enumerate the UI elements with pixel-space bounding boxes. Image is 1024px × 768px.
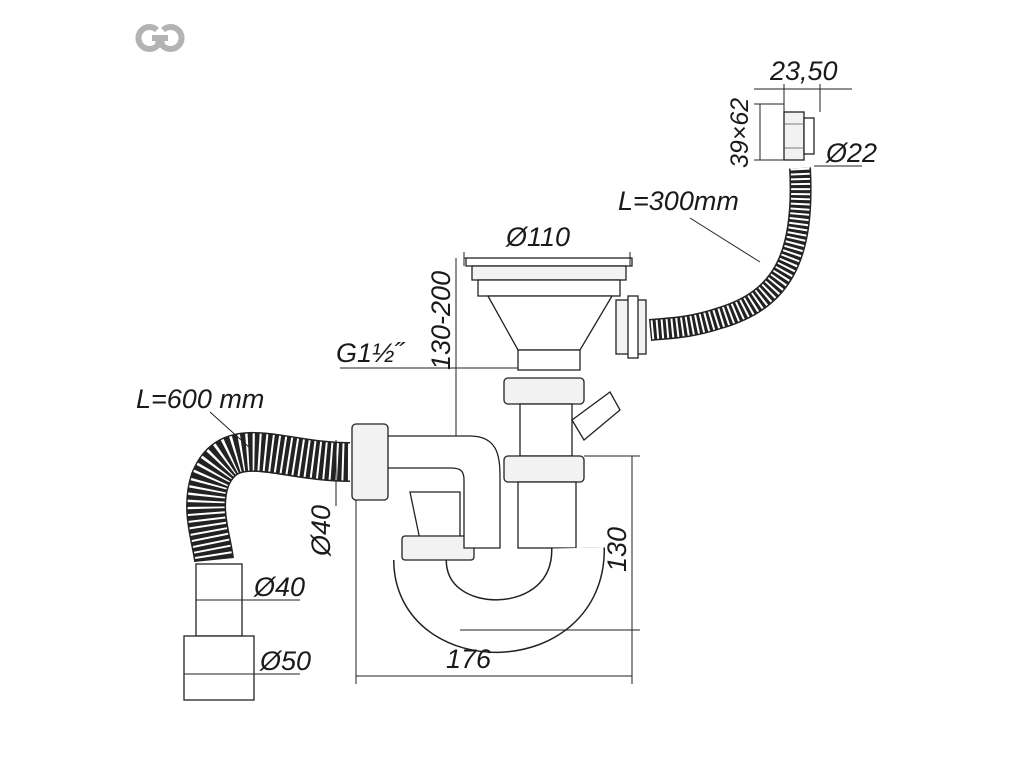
label-diameter-pipe-40: Ø40	[253, 572, 305, 602]
label-width-top: 23,50	[769, 56, 838, 86]
strainer-basket	[465, 257, 647, 371]
label-diameter-pipe-50: Ø50	[259, 646, 311, 676]
label-diameter-trap-outlet: Ø40	[306, 505, 336, 557]
tailpiece	[503, 377, 621, 483]
overflow-cap	[783, 111, 815, 161]
chain-link-logo-icon	[135, 24, 185, 52]
label-diameter-overflow: Ø22	[825, 138, 877, 168]
label-trap-width: 176	[446, 644, 492, 674]
label-trap-height: 130	[602, 527, 632, 572]
label-hose-overflow-length: L=300mm	[618, 186, 739, 216]
outlet-hose	[186, 431, 351, 563]
overflow-hose	[648, 167, 812, 341]
overflow-cap-dimensions	[754, 84, 862, 167]
label-size-top: 39×62	[726, 98, 754, 168]
label-height-range: 130-200	[426, 271, 456, 370]
u-trap	[351, 423, 606, 654]
label-hose-outlet-length: L=600 mm	[136, 384, 264, 414]
label-diameter-strainer: Ø110	[505, 222, 570, 252]
outlet-pipes	[183, 563, 255, 701]
outlet-hose-leader	[209, 411, 251, 449]
label-thread: G1½˝	[336, 338, 406, 368]
hose-leader-line	[689, 217, 761, 263]
